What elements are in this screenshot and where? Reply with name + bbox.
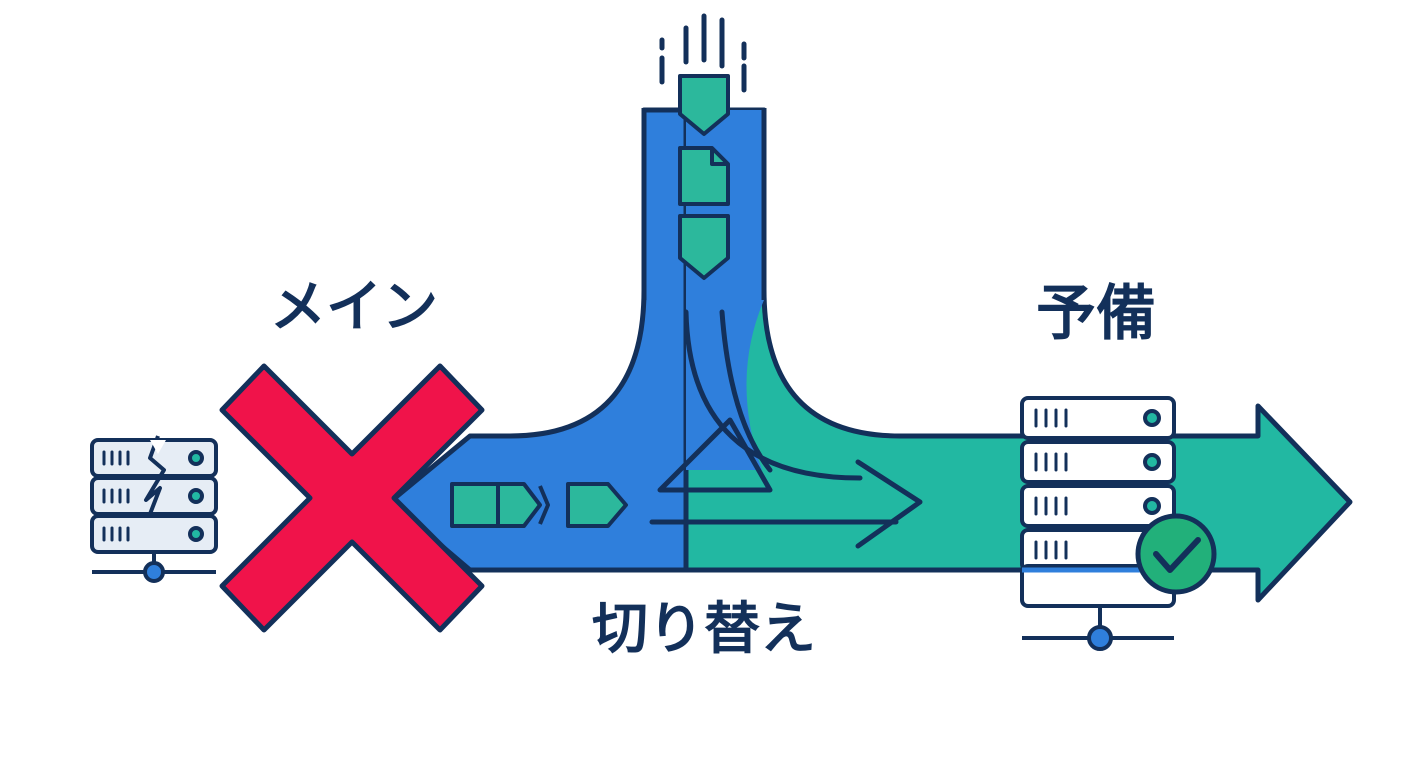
data-packet-icon bbox=[678, 74, 730, 136]
switch-label: 切り替え bbox=[592, 597, 816, 662]
data-packet-icon bbox=[450, 482, 500, 528]
data-packet-icon bbox=[496, 482, 542, 528]
redirect-arrows bbox=[649, 309, 923, 549]
broken-server-icon bbox=[90, 435, 218, 583]
check-circle-icon bbox=[1135, 513, 1217, 595]
backup-flow bbox=[683, 107, 1353, 603]
blocked-packets bbox=[450, 482, 628, 528]
backup-label: 予備 bbox=[1036, 279, 1156, 349]
redirect-curve-outer bbox=[719, 309, 773, 473]
redirect-curve-inner bbox=[683, 309, 863, 481]
falling-packets bbox=[678, 74, 730, 280]
main-label: メイン bbox=[270, 275, 438, 340]
data-packet-icon bbox=[678, 214, 730, 280]
crack-mark bbox=[144, 435, 166, 515]
backup-flow-band bbox=[683, 107, 1353, 603]
splitter-triangle bbox=[657, 417, 773, 493]
cross-icon bbox=[219, 363, 485, 633]
document-icon bbox=[678, 146, 730, 206]
motion-lines bbox=[659, 13, 747, 93]
data-packet-icon bbox=[566, 482, 628, 528]
switch-arrow bbox=[649, 459, 923, 549]
